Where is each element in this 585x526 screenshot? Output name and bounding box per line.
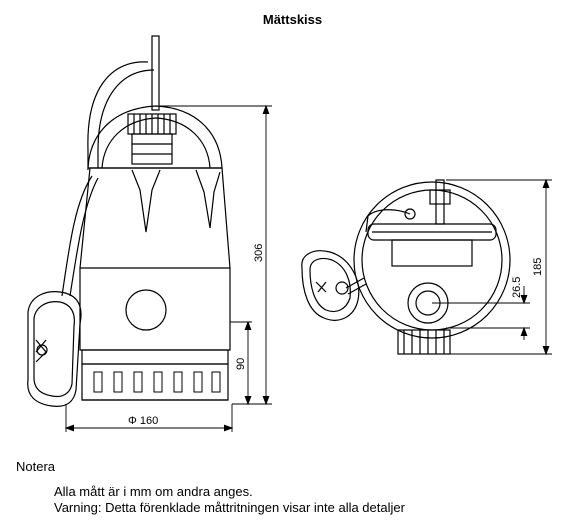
label-height-lower: 90 [235, 358, 247, 370]
float-switch-side [27, 175, 99, 407]
drawing-title: Mättskiss [262, 12, 323, 27]
pump-side-view [79, 35, 231, 401]
pump-top-view [353, 179, 511, 355]
note-units: Alla mått är i mm om andra anges. [54, 484, 253, 499]
label-diameter: Φ 160 [128, 415, 158, 427]
label-height-total: 306 [253, 244, 265, 262]
label-outlet-height: 26.5 [511, 277, 523, 298]
float-switch-top [301, 250, 367, 321]
dimension-lines-side [64, 104, 272, 432]
dimension-lines-top [432, 178, 552, 356]
label-top-view-height: 185 [532, 258, 544, 276]
notes-heading: Notera [16, 459, 56, 474]
note-warning: Varning: Detta förenklade måttritningen … [54, 500, 405, 515]
